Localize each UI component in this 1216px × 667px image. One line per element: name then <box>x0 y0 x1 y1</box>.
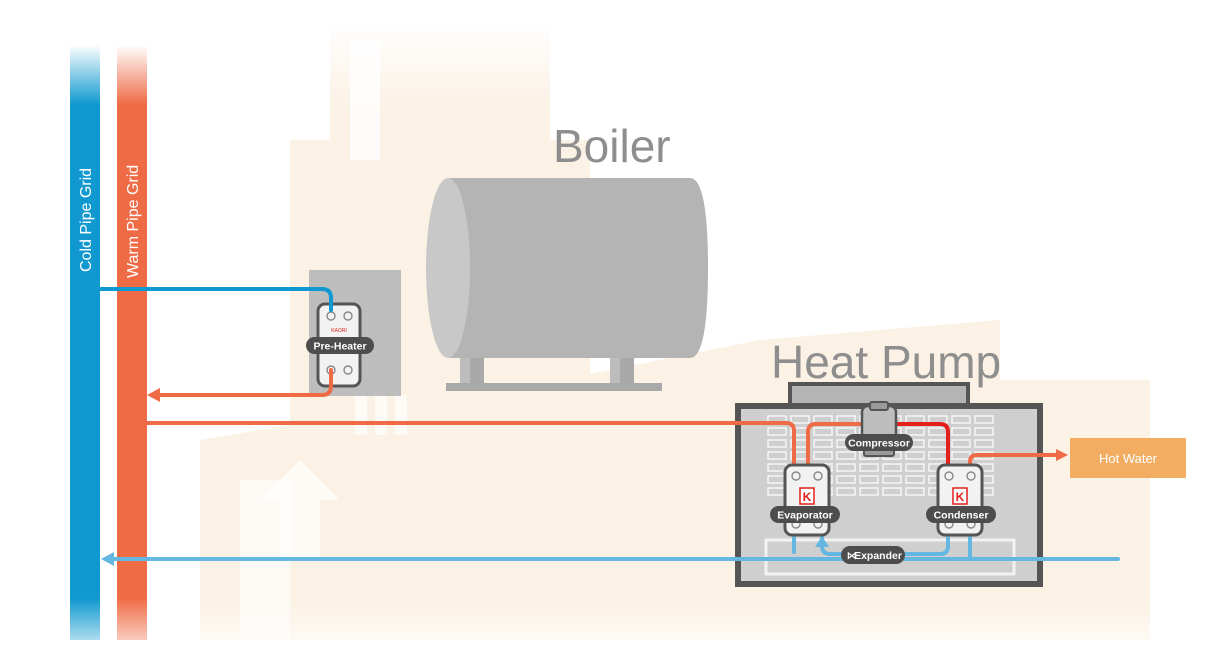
vent-slat <box>905 451 925 460</box>
condenser: K Condenser <box>926 463 996 537</box>
vent-slat <box>905 475 925 484</box>
condenser-logo-letter: K <box>956 490 965 504</box>
vent-slat <box>905 487 925 496</box>
pre-heater-warm-return <box>156 368 333 397</box>
hot-water-box <box>1070 438 1186 478</box>
pre-heater-cold-feed <box>98 287 333 312</box>
vent-slat <box>974 427 994 436</box>
compressor-to-condenser <box>896 422 950 468</box>
vent-slat <box>951 451 971 460</box>
pre-heater-label: Pre-Heater <box>313 341 366 353</box>
evaporator-pill <box>770 506 840 523</box>
warm-pipe-grid-label: Warm Pipe Grid <box>125 165 142 278</box>
vent-slat <box>836 463 856 472</box>
vent-slat <box>882 463 902 472</box>
vent-slat <box>859 475 879 484</box>
condenser-to-expander <box>902 526 950 556</box>
vent-slat <box>951 427 971 436</box>
boiler: Boiler <box>426 120 708 391</box>
compressor-label: Compressor <box>848 438 910 450</box>
evaporator-label: Evaporator <box>777 510 832 522</box>
warm-feed-to-evaporator <box>145 421 796 472</box>
vent-slat <box>974 415 994 424</box>
warm-pipe-grid <box>117 45 147 640</box>
compressor: Compressor <box>845 401 913 457</box>
vent-slat <box>836 427 856 436</box>
vent-slat <box>813 451 833 460</box>
expander-valve-icon: ⋈ <box>847 550 858 562</box>
vent-slat <box>859 463 879 472</box>
vent-slat <box>905 427 925 436</box>
evaporator-logo <box>799 487 815 505</box>
vent-slat <box>767 439 787 448</box>
evaporator-logo-letter: K <box>803 490 812 504</box>
boiler-label: Boiler <box>553 120 671 172</box>
expander-pill <box>841 546 905 564</box>
hot-water-arrow <box>1056 449 1068 461</box>
evaporator: K Evaporator <box>770 463 840 537</box>
vent-slat <box>951 439 971 448</box>
vent-slat <box>836 475 856 484</box>
hot-water: Hot Water <box>1070 438 1186 478</box>
vent-slat <box>836 487 856 496</box>
vent-slat <box>836 451 856 460</box>
vent-slat <box>974 439 994 448</box>
vent-slat <box>882 487 902 496</box>
condenser-label: Condenser <box>934 510 989 522</box>
vent-slat <box>951 415 971 424</box>
condenser-to-hot-water <box>968 453 1060 478</box>
pre-heater-return-arrow <box>147 388 160 402</box>
compressor-pill <box>845 434 913 451</box>
vent-slat <box>882 475 902 484</box>
condenser-pill <box>926 506 996 523</box>
heat-pump-label: Heat Pump <box>771 336 1001 388</box>
vent-slat <box>859 487 879 496</box>
pipe-grids: Cold Pipe Grid Warm Pipe Grid <box>70 45 147 640</box>
vent-slat <box>767 427 787 436</box>
cold-return-arrow <box>101 552 114 566</box>
vent-slat <box>767 451 787 460</box>
vent-slat <box>813 427 833 436</box>
condenser-logo <box>952 487 968 505</box>
pre-heater-pill <box>306 337 374 354</box>
expander-label: Expander <box>854 550 902 562</box>
cold-pipe-grid <box>70 45 100 640</box>
cold-pipe-grid-label: Cold Pipe Grid <box>78 168 95 272</box>
vent-slat <box>813 439 833 448</box>
hot-water-label: Hot Water <box>1099 451 1158 466</box>
evaporator-to-compressor <box>806 422 862 478</box>
vent-slat <box>905 463 925 472</box>
vent-slat <box>790 415 810 424</box>
expander: ⋈ Expander <box>841 546 905 564</box>
expander-to-evaporator <box>820 544 844 556</box>
pre-heater-brand: KAORI <box>331 328 347 334</box>
